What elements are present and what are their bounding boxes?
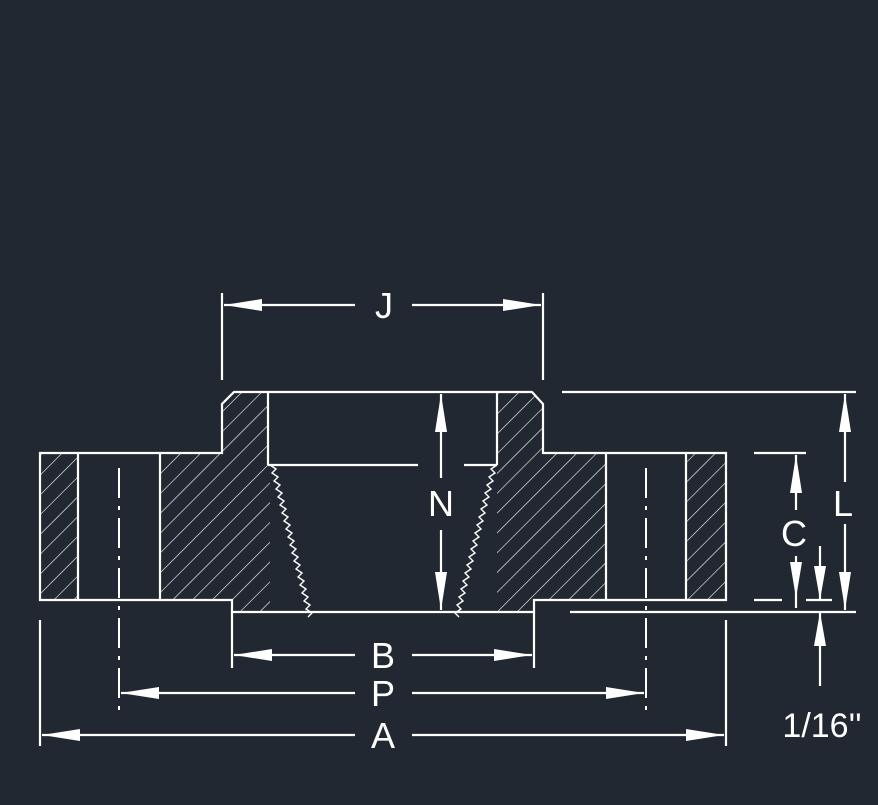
hatch-right-rim — [686, 453, 726, 600]
thread-left — [269, 464, 314, 618]
outer-profile — [38, 390, 728, 614]
flange-outline — [38, 390, 728, 618]
dimension-b: B — [230, 612, 536, 676]
section-hatching — [40, 392, 726, 612]
dimension-c: C — [754, 451, 807, 608]
dimension-p: P — [121, 673, 644, 714]
dimension-j: J — [220, 285, 545, 380]
dimension-raised-face: 1/16'' — [570, 546, 862, 745]
dimension-n: N — [428, 394, 454, 610]
hatch-right-body — [497, 392, 606, 612]
label-raised-face: 1/16'' — [782, 707, 861, 745]
hatch-left-body — [160, 392, 270, 612]
bolt-centerlines — [118, 468, 647, 710]
dimension-a: A — [38, 620, 728, 756]
label-j: J — [375, 285, 393, 326]
label-p: P — [371, 673, 395, 714]
hatch-left-rim — [40, 453, 78, 600]
label-n: N — [428, 483, 454, 524]
label-l: L — [833, 483, 853, 524]
label-a: A — [371, 715, 395, 756]
thread-right — [453, 464, 498, 618]
dimension-l: L — [562, 390, 856, 610]
label-b: B — [371, 635, 395, 676]
label-c: C — [781, 513, 807, 554]
